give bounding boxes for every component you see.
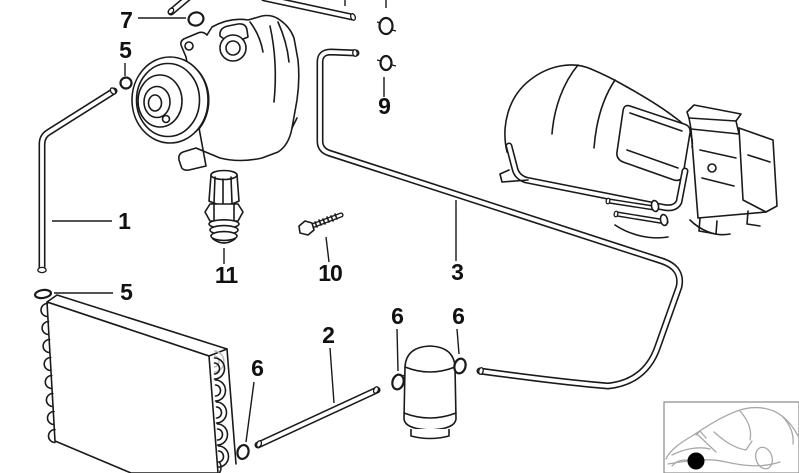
pipe-1-lower-end [37,266,47,274]
pipe-1-illustration [37,87,118,274]
pipe-3-illustration [316,48,684,390]
o-ring-5-lower [33,288,53,300]
o-ring-5-upper [119,76,133,90]
condenser-illustration [40,294,237,473]
receiver-drier-illustration [396,345,457,440]
component-location-dot [687,452,705,470]
engine-illustration [499,64,778,239]
callout-10[interactable]: 10 [318,260,343,286]
condenser-right-coils [213,357,230,473]
pipe-3-top-end [352,48,358,58]
callout-5-lower[interactable]: 5 [120,279,134,305]
compressor-illustration [131,14,300,171]
condenser-left-coils [40,302,56,444]
pipe-1-open-end [109,87,117,95]
callout-7[interactable]: 7 [120,7,133,33]
pipe-2-illustration [254,386,381,449]
pipe-3-lower-end [478,367,484,375]
o-ring-7 [187,11,205,27]
o-ring-6-drier-right [453,357,467,375]
callout-6-drier-right[interactable]: 6 [452,303,465,329]
callout-leader-lines [52,17,460,443]
pipe-2-left-end [255,440,263,448]
o-ring-6-drier-left [391,373,405,391]
pipe-2-right-end [372,386,380,394]
charge-valve-illustration [204,169,244,244]
bolt-illustration [298,212,344,236]
callout-6-condenser[interactable]: 6 [251,355,264,381]
upper-hose-sections [167,0,387,21]
callout-9[interactable]: 9 [378,93,391,119]
car-outline-icon [665,406,799,470]
compressor-port [219,34,247,62]
o-ring-unlabeled-top [376,16,397,36]
o-ring-9 [376,54,397,72]
mount-lug-hole [184,41,194,51]
bolt-head [298,220,315,236]
car-location-inset [663,401,799,473]
callout-3[interactable]: 3 [451,259,464,285]
callout-5-upper[interactable]: 5 [119,37,133,63]
callout-2[interactable]: 2 [322,322,335,348]
o-ring-6-condenser [236,443,250,461]
callout-11[interactable]: 11 [215,262,240,288]
callout-1[interactable]: 1 [118,208,132,234]
callout-6-drier-left[interactable]: 6 [391,303,404,329]
